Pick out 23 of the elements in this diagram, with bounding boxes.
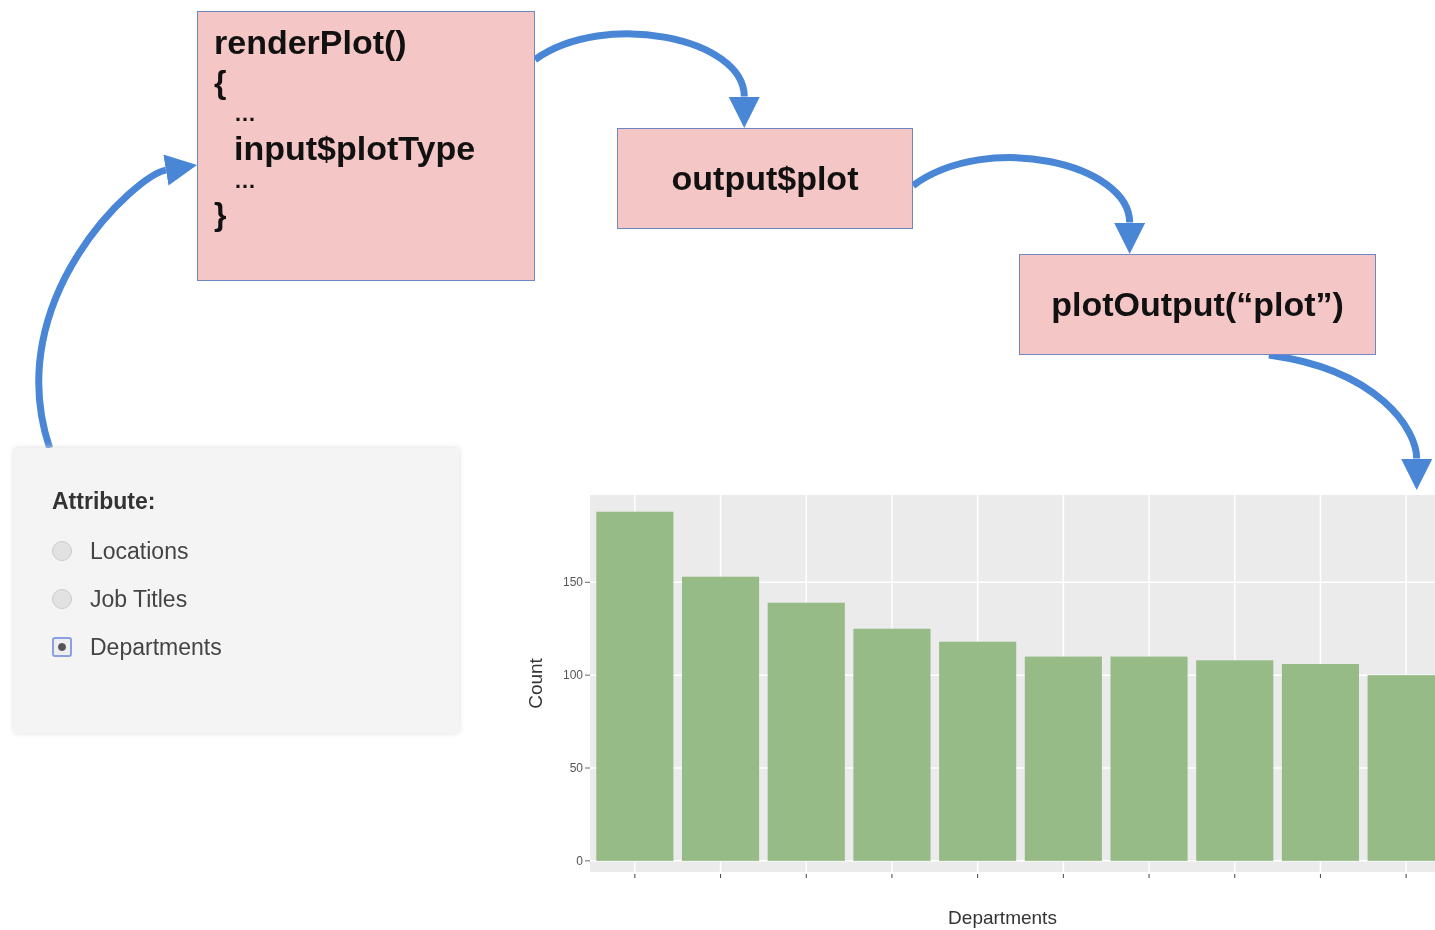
code-line: … xyxy=(234,101,256,128)
curved-arrow xyxy=(911,154,1146,254)
tick-label: 0 xyxy=(576,853,583,868)
tick-label: 150 xyxy=(562,575,583,590)
code-line: { xyxy=(214,62,227,102)
field-label: Attribute: xyxy=(52,488,156,515)
curved-arrow xyxy=(533,30,760,128)
tick-label: 50 xyxy=(569,761,583,775)
code-line: } xyxy=(214,194,227,234)
code-box xyxy=(197,11,535,281)
radio-option: Job Titles xyxy=(52,575,188,623)
input-panel xyxy=(14,448,459,733)
code-box: output$plot xyxy=(617,128,913,229)
code-box: plotOutput(“plot”) xyxy=(1019,254,1376,355)
radio-option: Locations xyxy=(52,527,189,575)
axis-title: Count xyxy=(525,658,546,709)
curved-arrow xyxy=(35,155,196,449)
tick-label: 100 xyxy=(562,668,583,683)
code-line: renderPlot() xyxy=(214,22,407,63)
code-line: input$plotType xyxy=(234,127,476,169)
axis-title: Departments xyxy=(948,907,1057,928)
radio-option: Departments xyxy=(52,623,222,671)
code-line: … xyxy=(234,168,256,195)
